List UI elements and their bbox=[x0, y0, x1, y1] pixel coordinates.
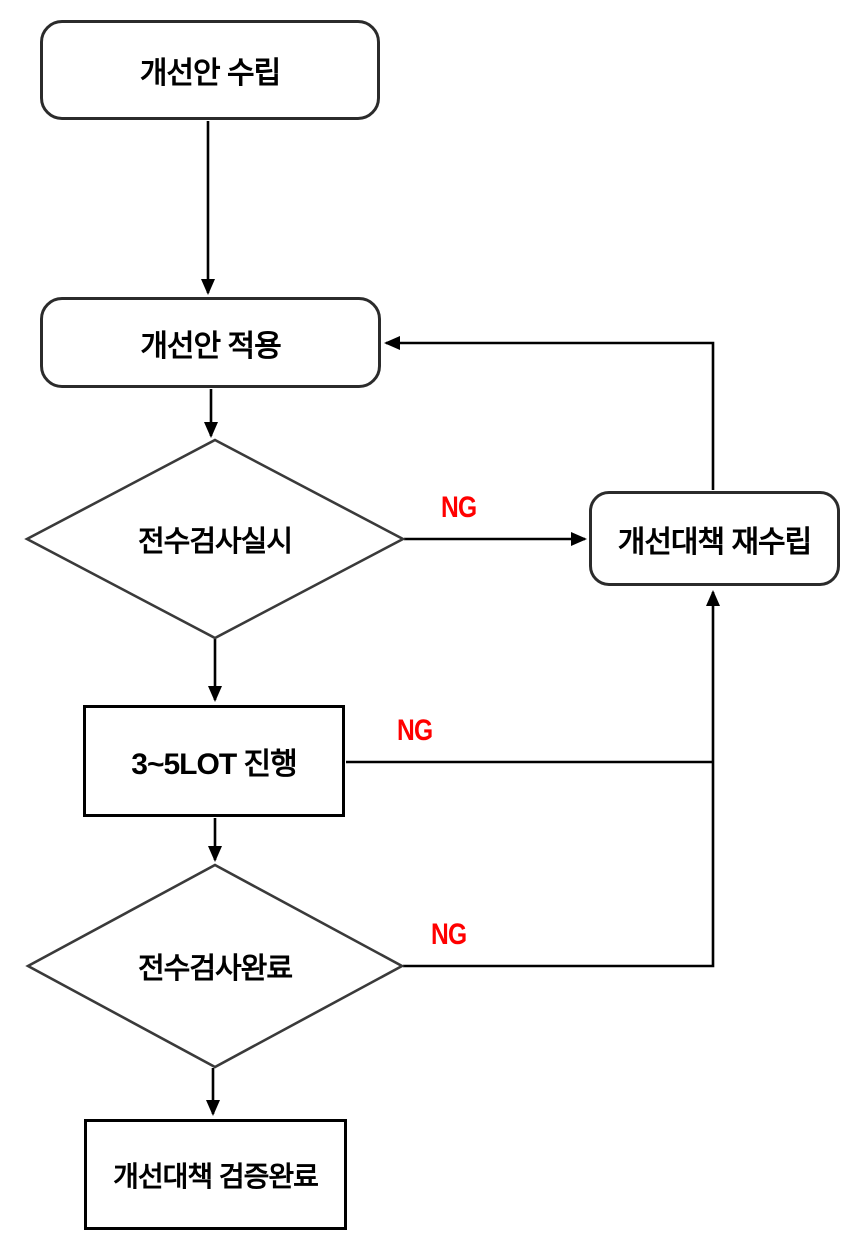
diamond-inspect-shape bbox=[24, 438, 406, 640]
node-full-inspection-decision: 전수검사실시 bbox=[27, 440, 403, 638]
node-remeasure-label: 개선대책 재수립 bbox=[617, 525, 813, 559]
ng-label-complete: NG bbox=[431, 918, 467, 951]
edge-remeasure-feedback-to-apply bbox=[384, 336, 715, 490]
ng-label-lot: NG bbox=[397, 714, 433, 747]
node-verified-label: 개선대책 검증완료 bbox=[113, 1160, 319, 1192]
node-run-3-5-lot: 3~5LOT 진행 bbox=[83, 705, 345, 817]
node-apply-improvement-plan: 개선안 적용 bbox=[40, 297, 381, 388]
node-reestablish-countermeasure: 개선대책 재수립 bbox=[589, 491, 840, 586]
node-complete-label: 전수검사완료 bbox=[137, 953, 293, 985]
ng-label-inspect: NG bbox=[441, 491, 477, 524]
edge-complete-ng-to-remeasure bbox=[403, 590, 720, 968]
node-establish-label: 개선안 수립 bbox=[139, 57, 281, 90]
node-inspect-label: 전수검사실시 bbox=[137, 526, 293, 558]
node-apply-label: 개선안 적용 bbox=[140, 329, 281, 363]
diamond-complete-shape bbox=[25, 863, 405, 1069]
node-establish-improvement-plan: 개선안 수립 bbox=[40, 20, 380, 120]
node-countermeasure-verified: 개선대책 검증완료 bbox=[84, 1119, 347, 1230]
node-lot-label: 3~5LOT 진행 bbox=[131, 748, 297, 781]
node-full-inspection-complete-decision: 전수검사완료 bbox=[28, 865, 402, 1067]
